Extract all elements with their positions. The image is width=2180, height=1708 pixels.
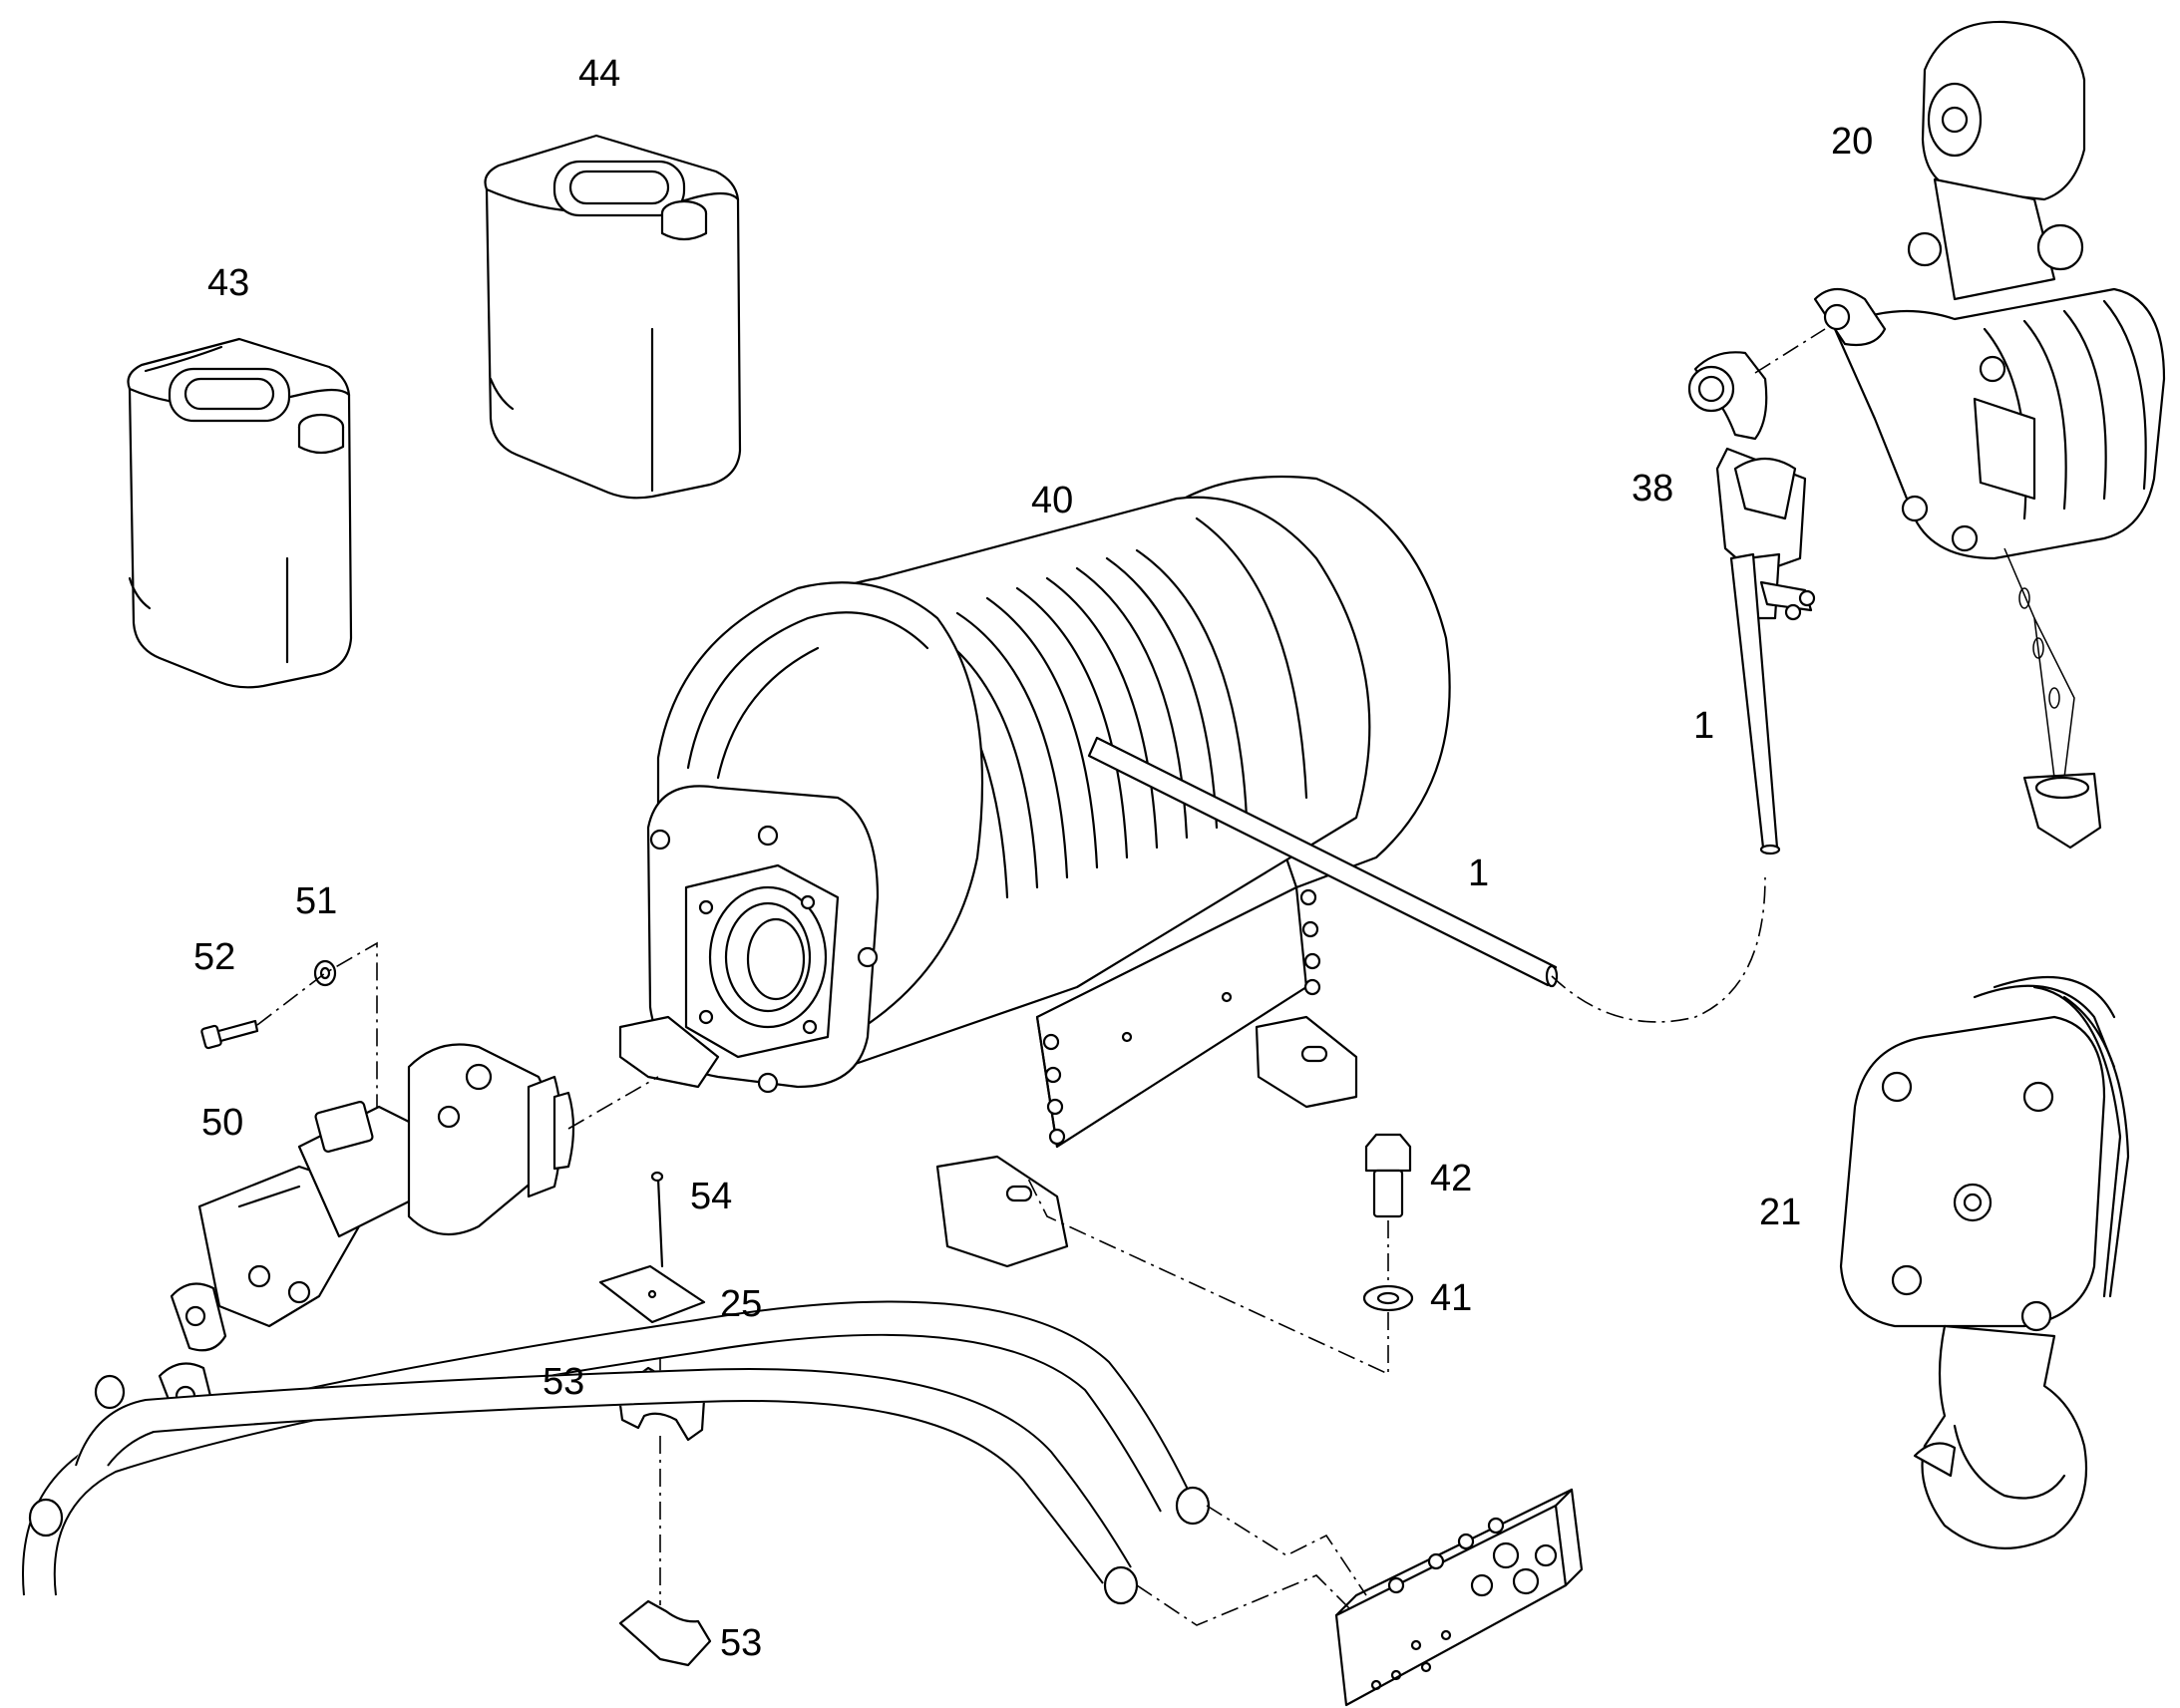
- clamp-53-bottom: [618, 1599, 712, 1667]
- label-52: 52: [193, 936, 235, 978]
- label-20: 20: [1831, 121, 1873, 163]
- washer-41: [1362, 1284, 1414, 1312]
- label-40: 40: [1031, 480, 1073, 521]
- label-1-rope-end: 1: [1693, 705, 1714, 747]
- label-21: 21: [1759, 1192, 1801, 1233]
- label-25: 25: [720, 1283, 762, 1325]
- label-44: 44: [578, 53, 620, 95]
- washer-51: [313, 959, 337, 987]
- valve-manifold-block: [1334, 1488, 1584, 1707]
- bolt-42: [1364, 1133, 1412, 1218]
- bolt-52: [200, 1019, 259, 1050]
- label-53-top: 53: [543, 1361, 584, 1403]
- canister-44: [484, 134, 742, 500]
- hydraulic-motor-50: [158, 1043, 575, 1432]
- winch-drum-40: [618, 475, 1559, 1268]
- label-53-bottom: 53: [720, 1622, 762, 1664]
- hook-block-20: [1813, 20, 2166, 850]
- plate-25: [598, 1264, 706, 1324]
- screw-54: [650, 1171, 664, 1268]
- label-38: 38: [1632, 468, 1673, 510]
- label-50: 50: [201, 1102, 243, 1144]
- label-51: 51: [295, 880, 337, 922]
- label-42: 42: [1430, 1158, 1472, 1199]
- hydraulic-hoses: [21, 1300, 1211, 1605]
- label-54: 54: [690, 1176, 732, 1217]
- label-41: 41: [1430, 1277, 1472, 1319]
- label-43: 43: [207, 262, 249, 304]
- rope-end-fitting-38: [1687, 351, 1816, 855]
- hook-block-21: [1839, 975, 2130, 1549]
- label-1-rope: 1: [1468, 853, 1489, 894]
- canister-43: [127, 337, 353, 689]
